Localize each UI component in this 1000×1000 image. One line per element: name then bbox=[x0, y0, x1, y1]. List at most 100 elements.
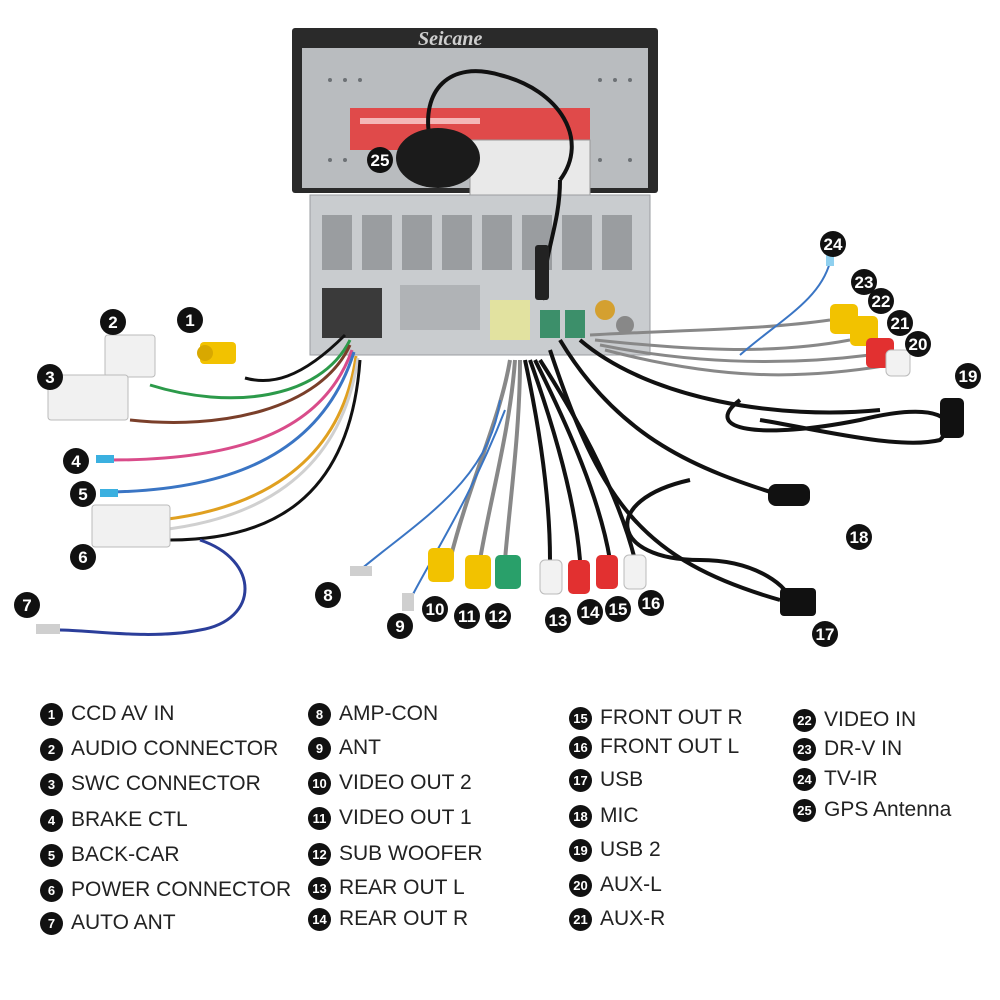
svg-text:5: 5 bbox=[78, 485, 87, 504]
legend-item-13: 13 REAR OUT L bbox=[308, 876, 465, 900]
legend-item-15: 15 FRONT OUT R bbox=[569, 706, 743, 730]
legend-number: 2 bbox=[40, 737, 63, 761]
legend-item-16: 16 FRONT OUT L bbox=[569, 735, 739, 759]
callout-16: 16 bbox=[638, 590, 664, 616]
svg-text:17: 17 bbox=[816, 625, 835, 644]
legend-number: 10 bbox=[308, 771, 331, 795]
legend-label: USB 2 bbox=[600, 838, 661, 861]
callout-9: 9 bbox=[387, 613, 413, 639]
right-cables bbox=[548, 261, 950, 602]
legend-number: 24 bbox=[793, 767, 816, 791]
legend-number: 3 bbox=[40, 772, 63, 796]
svg-text:12: 12 bbox=[489, 607, 508, 626]
legend-number: 7 bbox=[40, 911, 63, 935]
legend-number: 8 bbox=[308, 702, 331, 726]
legend-label: AMP-CON bbox=[339, 702, 439, 725]
legend-item-20: 20 AUX-L bbox=[569, 873, 662, 897]
legend-label: REAR OUT R bbox=[339, 907, 469, 930]
legend-number: 1 bbox=[40, 702, 63, 726]
right-connectors bbox=[768, 252, 964, 616]
legend-item-19: 19 USB 2 bbox=[569, 838, 661, 862]
legend-label: CCD AV IN bbox=[71, 702, 175, 725]
legend-number: 16 bbox=[569, 735, 592, 759]
legend-item-11: 11 VIDEO OUT 1 bbox=[308, 806, 472, 830]
callout-5: 5 bbox=[70, 481, 96, 507]
legend-number: 9 bbox=[308, 736, 331, 760]
callout-21: 21 bbox=[887, 310, 913, 336]
left-wires bbox=[59, 333, 362, 636]
head-unit bbox=[292, 28, 658, 356]
callout-17: 17 bbox=[812, 621, 838, 647]
legend-label: VIDEO OUT 1 bbox=[339, 806, 472, 829]
legend-item-3: 3 SWC CONNECTOR bbox=[40, 772, 261, 796]
callout-12: 12 bbox=[485, 603, 511, 629]
legend-item-9: 9 ANT bbox=[308, 736, 381, 760]
svg-text:16: 16 bbox=[642, 594, 661, 613]
legend-number: 25 bbox=[793, 798, 816, 822]
legend-number: 18 bbox=[569, 804, 592, 828]
svg-text:25: 25 bbox=[371, 151, 390, 170]
legend-label: AUTO ANT bbox=[71, 911, 176, 934]
legend-number: 22 bbox=[793, 708, 816, 732]
svg-text:9: 9 bbox=[395, 617, 404, 636]
callout-24: 24 bbox=[820, 231, 846, 257]
svg-text:23: 23 bbox=[855, 273, 874, 292]
legend-label: VIDEO OUT 2 bbox=[339, 771, 472, 794]
legend-label: SWC CONNECTOR bbox=[71, 772, 261, 795]
svg-text:6: 6 bbox=[78, 548, 87, 567]
legend-label: GPS Antenna bbox=[824, 798, 952, 821]
legend-label: AUDIO CONNECTOR bbox=[71, 737, 279, 760]
svg-text:4: 4 bbox=[71, 452, 81, 471]
legend-number: 15 bbox=[569, 706, 592, 730]
legend-number: 6 bbox=[40, 878, 63, 902]
legend-number: 23 bbox=[793, 737, 816, 761]
svg-text:8: 8 bbox=[323, 586, 332, 605]
legend-label: MIC bbox=[600, 804, 639, 827]
photo-callouts: 1 2 3 4 5 6 7 8 9 10 11 12 13 14 15 16 1… bbox=[14, 147, 981, 647]
legend-item-1: 1 CCD AV IN bbox=[40, 702, 174, 726]
wiring-harness-illustration: 1 2 3 4 5 6 7 8 9 10 11 12 13 14 15 16 1… bbox=[14, 28, 981, 647]
legend-number: 13 bbox=[308, 876, 331, 900]
legend-number: 20 bbox=[569, 873, 592, 897]
legend-item-2: 2 AUDIO CONNECTOR bbox=[40, 737, 278, 761]
legend-label: FRONT OUT R bbox=[600, 706, 743, 729]
callout-4: 4 bbox=[63, 448, 89, 474]
callout-10: 10 bbox=[422, 596, 448, 622]
callout-6: 6 bbox=[70, 544, 96, 570]
legend-label: REAR OUT L bbox=[339, 876, 465, 899]
svg-text:14: 14 bbox=[581, 603, 600, 622]
legend-number: 4 bbox=[40, 808, 63, 832]
callout-8: 8 bbox=[315, 582, 341, 608]
legend-item-7: 7 AUTO ANT bbox=[40, 911, 176, 935]
legend-item-6: 6 POWER CONNECTOR bbox=[40, 878, 291, 902]
legend-label: SUB WOOFER bbox=[339, 842, 483, 865]
rca-bundle bbox=[350, 358, 647, 611]
legend-number: 5 bbox=[40, 843, 63, 867]
svg-text:1: 1 bbox=[185, 311, 194, 330]
legend-label: POWER CONNECTOR bbox=[71, 878, 292, 901]
svg-text:22: 22 bbox=[872, 292, 891, 311]
legend-label: DR-V IN bbox=[824, 737, 903, 760]
legend-label: BRAKE CTL bbox=[71, 808, 188, 831]
svg-text:18: 18 bbox=[850, 528, 869, 547]
callout-19: 19 bbox=[955, 363, 981, 389]
callout-2: 2 bbox=[100, 309, 126, 335]
legend-label: AUX-L bbox=[600, 873, 662, 896]
callout-20: 20 bbox=[905, 331, 931, 357]
callout-3: 3 bbox=[37, 364, 63, 390]
legend-item-23: 23 DR-V IN bbox=[793, 737, 902, 761]
svg-text:11: 11 bbox=[458, 607, 476, 626]
callout-11: 11 bbox=[454, 603, 480, 629]
legend-number: 11 bbox=[308, 806, 331, 830]
legend-label: BACK-CAR bbox=[71, 843, 180, 866]
legend-item-21: 21 AUX-R bbox=[569, 907, 665, 931]
legend-item-12: 12 SUB WOOFER bbox=[308, 842, 483, 866]
legend-item-5: 5 BACK-CAR bbox=[40, 843, 180, 867]
legend-item-14: 14 REAR OUT R bbox=[308, 907, 468, 931]
gps-antenna bbox=[396, 69, 574, 301]
legend-label: TV-IR bbox=[824, 767, 878, 790]
svg-text:2: 2 bbox=[108, 313, 117, 332]
callout-14: 14 bbox=[577, 599, 603, 625]
svg-text:7: 7 bbox=[22, 596, 31, 615]
legend-number: 19 bbox=[569, 838, 592, 862]
